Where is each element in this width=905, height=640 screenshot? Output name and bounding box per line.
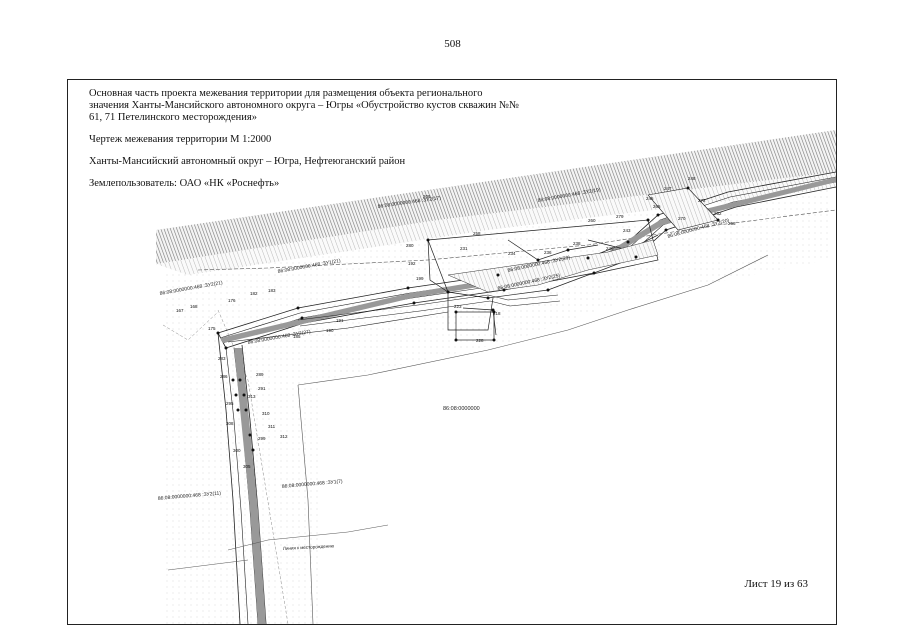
- region-text: Ханты-Мансийский автономный округ – Югра…: [89, 156, 406, 167]
- cadastral-label: 86:08:0000000:468 :ЗУ2(11): [158, 490, 222, 502]
- point-label: 310: [262, 411, 270, 416]
- lower-corridor: [227, 294, 561, 343]
- point-label: 248: [688, 176, 696, 181]
- title-line: значения Ханты-Мансийского автономного о…: [89, 100, 519, 111]
- point-label: 223: [454, 304, 462, 309]
- point-label: 247: [664, 186, 672, 191]
- point-label: 175: [208, 326, 216, 331]
- point-label: 182: [250, 291, 258, 296]
- point-label: 289: [256, 372, 264, 377]
- point-label: 240: [606, 246, 614, 251]
- point-label: 167: [176, 308, 184, 313]
- point-label: 300: [233, 448, 241, 453]
- cadastral-drawing: 86:08:0000000:468 :ЗУ2(21) 86:08:0000000…: [156, 130, 836, 624]
- point-label: 191: [336, 318, 344, 323]
- point-label: 256: [728, 221, 736, 226]
- point-label: 209: [423, 194, 431, 199]
- point-label: 243: [623, 228, 631, 233]
- sheet-count: Лист 19 из 63: [744, 578, 808, 590]
- document-header: Основная часть проекта межевания террито…: [89, 88, 569, 190]
- dashed-line-2: [162, 311, 219, 341]
- point-label: 272: [698, 198, 706, 203]
- dashed-line-1: [217, 309, 289, 624]
- dotted-zone: [163, 190, 828, 624]
- drawing-sheet: 86:08:0000000:468 :ЗУ2(21) 86:08:0000000…: [67, 79, 837, 625]
- point-label: 270: [678, 216, 686, 221]
- point-label: 311: [268, 424, 276, 429]
- point-label: 218: [493, 311, 501, 316]
- point-label: 299: [258, 436, 266, 441]
- road-label: Линия к месторождению: [283, 543, 335, 551]
- point-label: 295: [226, 401, 234, 406]
- point-label: 228: [476, 338, 484, 343]
- point-label: 279: [616, 214, 624, 219]
- territory-boundary-lower: [297, 254, 769, 386]
- point-label: 176: [228, 298, 236, 303]
- point-label: 192: [408, 261, 416, 266]
- point-label: 312: [280, 434, 288, 439]
- page-number: 508: [444, 38, 461, 50]
- point-label: 260: [588, 218, 596, 223]
- point-label: 245: [646, 196, 654, 201]
- point-label: 283: [218, 356, 226, 361]
- road-line-2: [167, 559, 249, 571]
- point-label: 265: [653, 204, 661, 209]
- territory-boundary: [197, 209, 836, 271]
- territory-boundary-left: [297, 384, 314, 624]
- hatched-band: [156, 130, 836, 264]
- point-label: 236: [544, 250, 552, 255]
- point-label: 190: [326, 328, 334, 333]
- point-labels: 167 168 175 176 182 183 185 190 191 192 …: [176, 176, 736, 469]
- plot-rect: [455, 311, 495, 341]
- point-label: 199: [416, 276, 424, 281]
- cadastral-label: 86:08:0000000:468 :ЗУ1(7): [282, 479, 344, 490]
- area-label: 86:08:0000000: [443, 406, 480, 412]
- point-label: 280: [406, 243, 414, 248]
- point-label: 313: [248, 394, 256, 399]
- point-label: 286: [220, 374, 228, 379]
- point-label: 238: [573, 241, 581, 246]
- point-label: 252: [714, 211, 722, 216]
- vertical-strip: [234, 348, 266, 624]
- point-label: 234: [508, 251, 516, 256]
- road-line: [227, 524, 389, 551]
- title-line: 61, 71 Петелинского месторождения»: [89, 112, 257, 123]
- point-label: 185: [293, 334, 301, 339]
- point-label: 231: [460, 246, 468, 251]
- scale-text: Чертеж межевания территории М 1:2000: [89, 134, 272, 145]
- point-label: 258: [473, 231, 481, 236]
- land-user-text: Землепользователь: ОАО «НК «Роснефть»: [89, 178, 280, 189]
- point-label: 308: [226, 421, 234, 426]
- point-label: 183: [268, 288, 276, 293]
- point-label: 305: [243, 464, 251, 469]
- point-label: 291: [258, 386, 266, 391]
- vertex-points: [216, 186, 720, 452]
- title-line: Основная часть проекта межевания террито…: [89, 88, 483, 99]
- point-label: 168: [190, 304, 198, 309]
